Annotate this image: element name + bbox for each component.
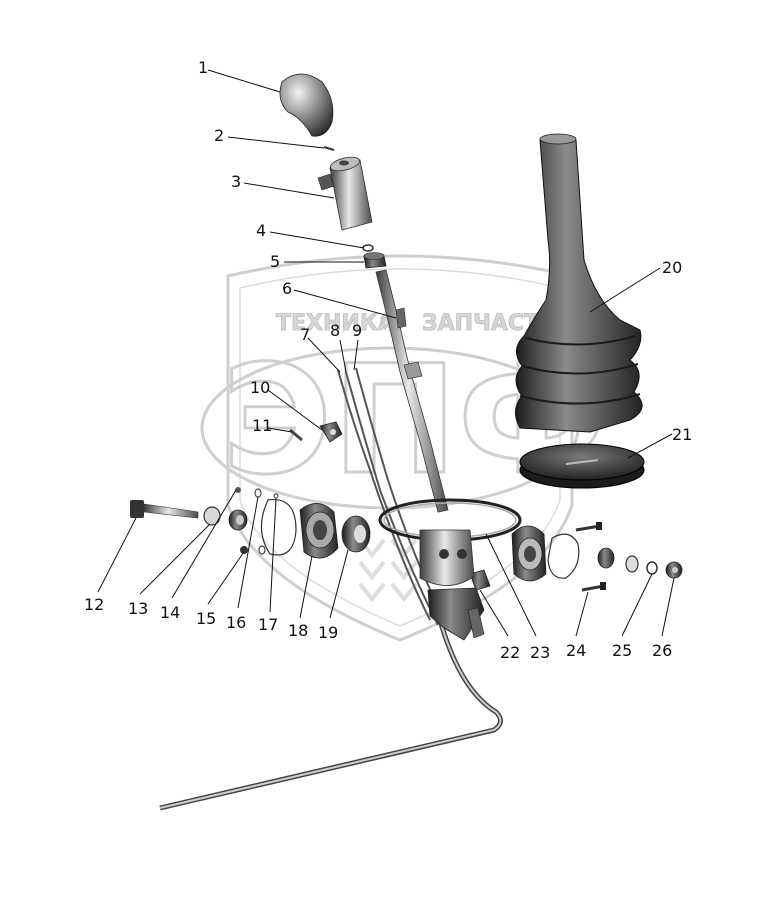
callout-1: 1 <box>198 58 208 77</box>
part-20-boot <box>515 133 643 433</box>
callout-5: 5 <box>270 252 280 271</box>
watermark-left-text: ТЕХНИКА <box>276 311 395 336</box>
callout-12: 12 <box>84 595 104 614</box>
callout-labels: 1 2 3 4 5 6 7 8 9 10 11 12 13 14 15 16 1… <box>84 58 692 662</box>
callout-18: 18 <box>288 621 308 640</box>
callout-10: 10 <box>250 378 270 397</box>
callout-14: 14 <box>160 603 180 622</box>
callout-15: 15 <box>196 609 216 628</box>
part-12-bolt <box>130 500 199 519</box>
part-22-clip <box>469 569 491 591</box>
callout-3: 3 <box>231 172 241 191</box>
part-7-8-9-rods <box>337 367 445 626</box>
part-19-bushing <box>341 515 371 553</box>
part-10-bracket <box>319 421 343 443</box>
callout-19: 19 <box>318 623 338 642</box>
callout-25: 25 <box>612 641 632 660</box>
callout-23: 23 <box>530 643 550 662</box>
part-13-washer <box>203 506 221 526</box>
part-4-ring <box>362 244 374 252</box>
callout-24: 24 <box>566 641 586 660</box>
part-23-housing <box>378 498 522 641</box>
callout-16: 16 <box>226 613 246 632</box>
callout-21: 21 <box>672 425 692 444</box>
part-14-bushing <box>228 509 248 531</box>
part-right-flange <box>511 525 580 582</box>
callout-8: 8 <box>330 321 340 340</box>
part-18-flange <box>299 503 339 559</box>
callout-13: 13 <box>128 599 148 618</box>
callout-4: 4 <box>256 221 266 240</box>
callout-7: 7 <box>300 325 310 344</box>
part-15-nut <box>235 487 248 554</box>
part-5-nut <box>363 252 387 269</box>
part-2-pin <box>323 146 335 151</box>
callout-26: 26 <box>652 641 672 660</box>
part-25-washers <box>597 547 658 575</box>
part-3-sleeve <box>317 156 373 231</box>
part-26-nut <box>665 561 683 579</box>
part-1-knob <box>279 73 334 137</box>
callout-9: 9 <box>352 321 362 340</box>
callout-22: 22 <box>500 643 520 662</box>
callout-2: 2 <box>214 126 224 145</box>
callout-17: 17 <box>258 615 278 634</box>
leader-lines <box>97 69 675 637</box>
part-24-bolts <box>575 522 606 592</box>
callout-6: 6 <box>282 279 292 298</box>
part-21-disc <box>519 443 645 489</box>
callout-11: 11 <box>252 416 272 435</box>
part-6-lever <box>375 269 449 513</box>
part-shift-rod <box>159 619 503 811</box>
callout-20: 20 <box>662 258 682 277</box>
